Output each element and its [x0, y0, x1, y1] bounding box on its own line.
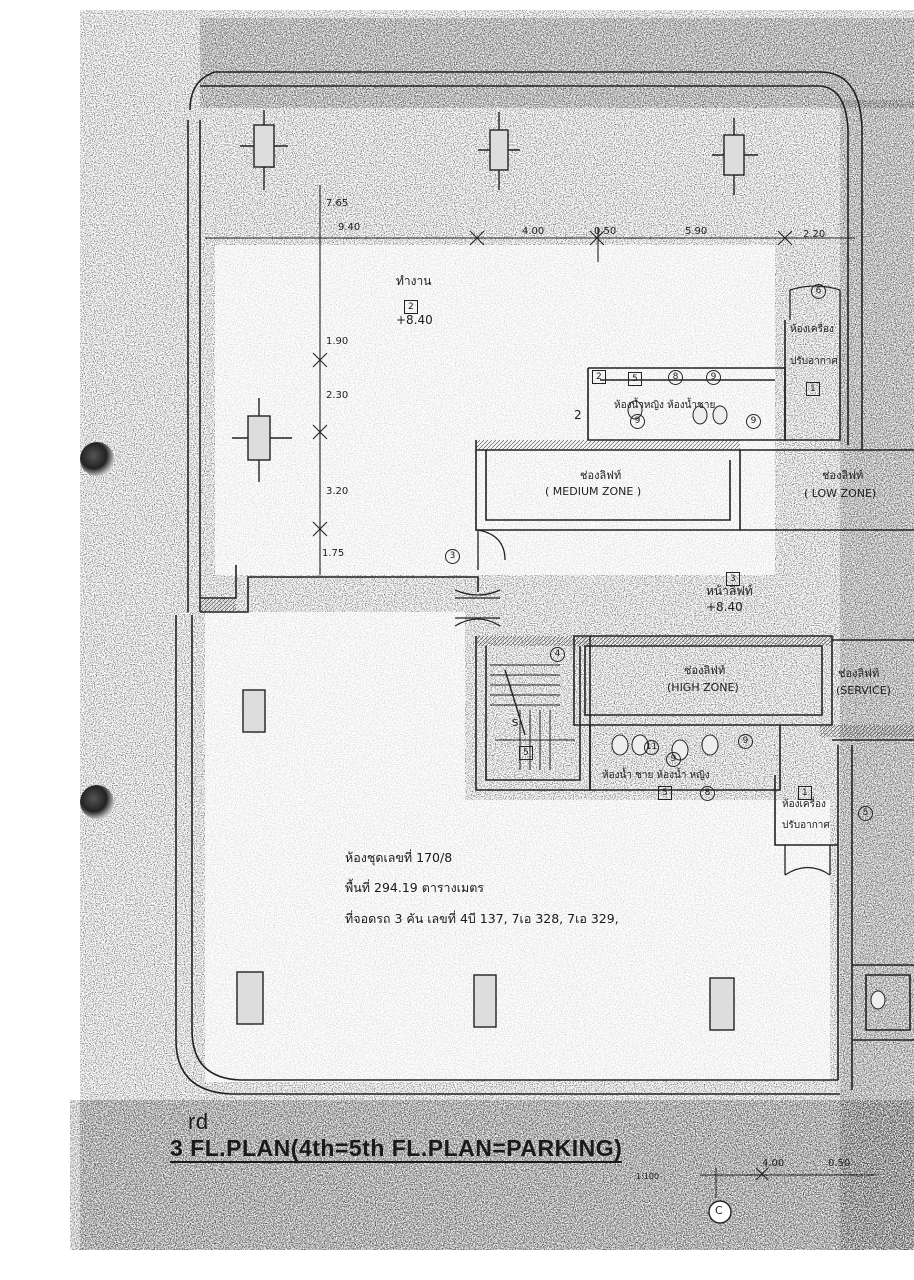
lift-lobby-name: หน้าลิฟท์: [706, 584, 753, 598]
dim-span-1: 9.40: [338, 222, 361, 233]
lift-medium-name: ช่องลิฟท์: [580, 469, 622, 482]
ac-lower-name-2: ปรับอากาศ: [782, 820, 830, 831]
wc-fixtures: [611, 400, 886, 1010]
stair-tag-4: 4: [550, 641, 565, 662]
wc-upper-num-2: 8: [668, 370, 683, 385]
photocopy-noise: [70, 10, 914, 1250]
title-scale: 1:100: [636, 1172, 660, 1181]
lift-medium-zone: ( MEDIUM ZONE ): [545, 485, 642, 498]
wc-upper-num-1: 5: [628, 372, 642, 386]
room-work-level: +8.40: [396, 313, 433, 327]
stair-flight: [490, 664, 575, 770]
wc-lower-num-5: 8: [700, 786, 715, 801]
ac-upper-name-1: ห้องเครื่อง: [790, 324, 834, 335]
stair-tag-s: S: [512, 718, 519, 729]
wc-tag-1: 2: [592, 370, 606, 384]
title-superscript: rd: [188, 1109, 209, 1134]
wc-lower-num-3: 9: [738, 734, 753, 749]
ac-upper-num: 6: [811, 278, 826, 299]
dim-bottom-1: 4.00: [762, 1158, 785, 1169]
ac-lower-name-1: ห้องเครื่อง: [782, 799, 826, 810]
wc-lower-num-4: 5: [658, 786, 672, 800]
room-work-num: 2: [404, 294, 418, 314]
unit-parking: ที่จอดรถ 3 คัน เลขที่ 4บี 137, 7เอ 328, …: [345, 911, 619, 926]
dimension-lines: [205, 185, 875, 1181]
walls: [175, 71, 914, 1095]
lift-low-zone: ( LOW ZONE): [804, 487, 877, 500]
dim-vert-1: 1.90: [326, 336, 349, 347]
door-tag-3: 3: [445, 543, 460, 564]
wc-lower-num-2: 9: [666, 752, 681, 767]
dim-top-total: 7.65: [326, 198, 349, 209]
unit-area: พื้นที่ 294.19 ตารางเมตร: [345, 880, 485, 895]
grid-mark-label: C: [715, 1204, 723, 1217]
binder-hole-top: [80, 442, 114, 476]
lift-lobby-level: +8.40: [706, 600, 743, 614]
dim-span-3: 0.50: [594, 226, 617, 237]
side-tag-2: 2: [574, 408, 582, 422]
hatched-walls: [200, 440, 914, 737]
lift-service-zone: (SERVICE): [836, 684, 891, 697]
ac-lower-tag: 1: [798, 780, 812, 800]
title-main: 3 FL.PLAN(4th=5th FL.PLAN=PARKING): [170, 1135, 623, 1163]
drawing-title: rd 3 FL.PLAN(4th=5th FL.PLAN=PARKING): [170, 1109, 623, 1163]
lift-high-name: ช่องลิฟท์: [684, 664, 726, 677]
grid-bubble: [708, 1168, 732, 1224]
ac-upper-name-2: ปรับอากาศ: [790, 356, 838, 367]
dim-span-2: 4.00: [522, 226, 545, 237]
dim-vert-3: 3.20: [326, 486, 349, 497]
unit-number: ห้องชุดเลขที่ 170/8: [345, 850, 453, 865]
lift-high-zone: (HIGH ZONE): [667, 681, 739, 694]
lift-low-name: ช่องลิฟท์: [822, 469, 864, 482]
dim-span-5: 2.20: [803, 229, 826, 240]
stair-tag-5: 5: [519, 746, 533, 760]
right-tag-5: 5: [858, 800, 873, 821]
wc-upper-num-4: 9: [630, 414, 645, 429]
lift-service-name: ช่องลิฟท์: [838, 667, 880, 680]
columns: [232, 110, 758, 1031]
wc-lower-name: ห้องน้ำ ชาย ห้องน้ำ หญิง: [602, 770, 710, 781]
dim-vert-2: 2.30: [326, 390, 349, 401]
wc-upper-num-3: 9: [706, 370, 721, 385]
dim-vert-4: 1.75: [322, 548, 345, 559]
wc-lower-num-1: 11: [644, 740, 659, 755]
ac-upper-tag: 1: [806, 376, 820, 396]
wc-upper-name: ห้องน้ำหญิง ห้องน้ำชาย: [614, 400, 716, 411]
dim-bottom-2: 0.50: [828, 1158, 851, 1169]
wc-upper-num-5: 9: [746, 414, 761, 429]
room-work-name: ทำงาน: [396, 274, 432, 288]
lift-lobby-num: 3: [726, 566, 740, 586]
binder-hole-bottom: [80, 785, 114, 819]
dim-span-4: 5.90: [685, 226, 708, 237]
